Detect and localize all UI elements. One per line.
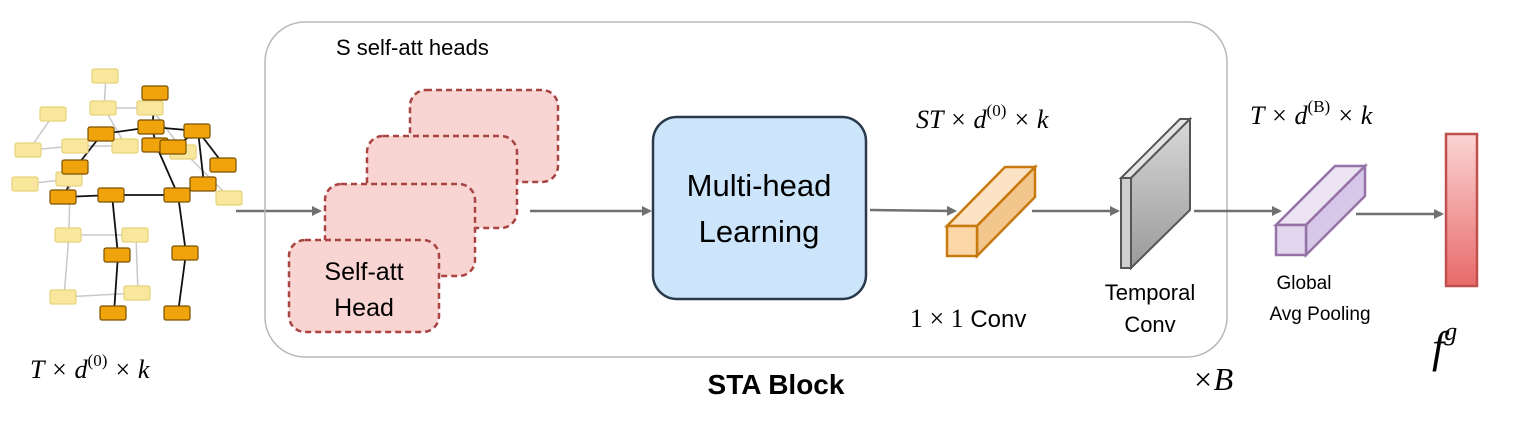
skeleton-joint (54, 227, 82, 243)
gap-label-line1: Global (1277, 273, 1332, 294)
skeleton-joint (123, 285, 151, 301)
skeleton-joint (189, 176, 217, 192)
output-dims-label: T × d(B) × k (1250, 97, 1373, 130)
sta-block-container (264, 21, 1228, 358)
skeleton-joint (171, 245, 199, 261)
self-att-heads-stack: Self-att Head (287, 88, 560, 334)
repeat-label: ×B (1192, 361, 1233, 397)
global-avg-pooling-cuboid (1272, 162, 1369, 259)
skeleton-bone (113, 254, 119, 314)
skeleton-joint (87, 126, 115, 142)
skeleton-joint (89, 100, 117, 116)
multihead-label-line2: Learning (699, 214, 820, 249)
conv1x1-label: 1 × 1 Conv (910, 304, 1026, 333)
self-att-head-front (287, 238, 441, 334)
skeleton-joint (39, 106, 67, 122)
temporal-conv-slab (1118, 116, 1193, 271)
feature-label: fg (1432, 317, 1457, 372)
skeleton-joint (141, 85, 169, 101)
skeleton-joint (215, 190, 243, 206)
skeleton-joint (111, 138, 139, 154)
skeleton-bone (63, 234, 70, 298)
skeleton-bone (177, 252, 187, 314)
skeleton-joint (121, 227, 149, 243)
skeleton-joint (11, 176, 39, 192)
skeleton-joint (103, 247, 131, 263)
conv1x1-cuboid (944, 163, 1038, 260)
skeleton-joint (137, 119, 165, 135)
arrow-multihead-to-conv (869, 205, 957, 216)
skeleton-joint (91, 68, 119, 84)
self-att-head-label-line1: Self-att (324, 258, 403, 286)
multihead-label-line1: Multi-head (687, 168, 832, 203)
skeleton-joint (159, 139, 187, 155)
skeleton-joint (49, 189, 77, 205)
skeleton-joint (61, 159, 89, 175)
skeleton-bone (111, 194, 119, 256)
skeleton-joint (99, 305, 127, 321)
skeleton-joint (14, 142, 42, 158)
skeleton-joint (61, 138, 89, 154)
sta-block-title: STA Block (708, 369, 845, 400)
skeleton-graph (11, 68, 243, 321)
skeleton-joint (183, 123, 211, 139)
skeleton-bone (68, 178, 71, 236)
self-att-head-label-line2: Head (334, 294, 394, 322)
skeleton-joint (136, 100, 164, 116)
temporal-conv-label-line1: Temporal (1105, 280, 1195, 305)
temporal-conv-label-line2: Conv (1124, 312, 1175, 337)
conv-dims-label: ST × d(0) × k (916, 101, 1049, 134)
skeleton-joint (49, 289, 77, 305)
skeleton-bone (183, 151, 231, 199)
skeleton-joint (163, 187, 191, 203)
input-dims-label: T × d(0) × k (30, 351, 150, 384)
skeleton-joint (163, 305, 191, 321)
multihead-learning-box (651, 115, 868, 301)
skeleton-bone (197, 130, 205, 185)
skeleton-joint (97, 187, 125, 203)
skeleton-bone (177, 194, 187, 254)
skeleton-joint (209, 157, 237, 173)
skeleton-bone (135, 234, 139, 294)
gap-label-line2: Avg Pooling (1269, 304, 1370, 325)
heads-caption: S self-att heads (336, 35, 489, 60)
feature-vector (1444, 132, 1479, 288)
